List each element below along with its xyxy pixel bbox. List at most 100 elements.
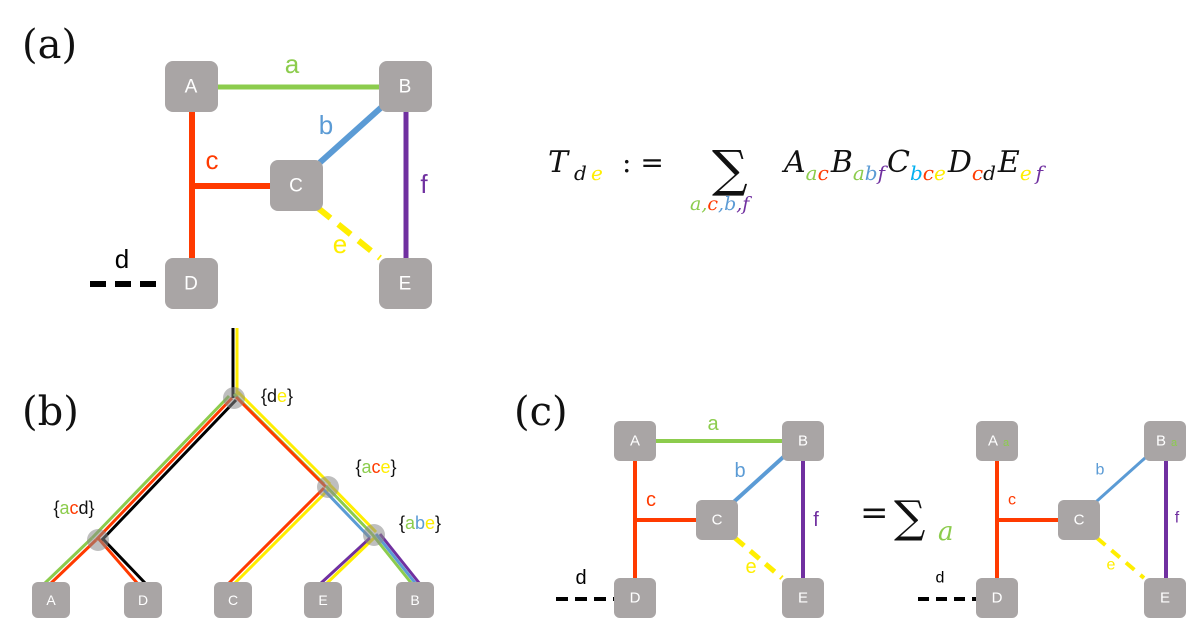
factor-B: B [830, 145, 853, 180]
svg-text:C: C [1074, 512, 1085, 529]
node-c-right-E: E [1144, 578, 1186, 618]
tree-branch-ace-abe-blue [322, 488, 372, 540]
svg-text:A: A [46, 592, 56, 608]
tree-branch-de-acd-red [94, 396, 234, 542]
node-c-right-D: D [976, 578, 1018, 618]
node-c-right-Ba: B a [1144, 421, 1186, 461]
sum-index-a: a [690, 193, 701, 215]
tree-branch-ace-C-red [226, 486, 326, 586]
tree-leaf-E: E [304, 582, 342, 618]
tree-branch-abe-E-yellow [324, 536, 376, 586]
tree-branch-de-acd-green [90, 394, 231, 540]
svg-text:B: B [798, 433, 808, 450]
edge-c-left-label-d: d [575, 567, 586, 589]
factor-C: C [887, 145, 910, 180]
edge-label-e: e [333, 229, 347, 259]
factor-A: A [781, 145, 806, 180]
tree-branch-de-acd-black [98, 398, 238, 544]
panel-label-c: (c) [514, 389, 568, 435]
svg-text:E: E [318, 592, 327, 608]
edge-c-right-label-b: b [1096, 462, 1105, 479]
formula-sum-indices: a,c,b,f [690, 193, 752, 215]
tree-set-de: {de} [261, 386, 293, 406]
edge-c-right-label-c: c [1008, 492, 1016, 509]
node-c-left-E: E [782, 578, 824, 618]
node-c-left-A: A [614, 421, 656, 461]
factor-C-sub-b: b [910, 161, 923, 185]
svg-text:E: E [798, 590, 808, 607]
edge-c-left-label-b: b [734, 460, 745, 482]
tree-branch-de-ace-red [234, 395, 328, 489]
tree-branch-abe-B-purple [378, 533, 422, 585]
tree-branch-abe-E-purple [318, 536, 372, 586]
node-A: A [165, 61, 218, 112]
tree-branch-acd-A-red [46, 538, 98, 588]
tree-set-abe: {abe} [399, 513, 441, 533]
svg-text:E: E [399, 274, 412, 295]
factor-D: D [947, 145, 972, 180]
edge-label-b: b [319, 110, 333, 140]
svg-text:D: D [992, 590, 1003, 607]
panel-c-equals: = [860, 493, 889, 533]
factor-E-sub-f: f [1034, 161, 1047, 185]
edge-c-right-label-f: f [1175, 510, 1180, 527]
edge-label-f: f [420, 169, 428, 199]
sum-index-c: c [707, 193, 718, 215]
edge-c-left-label-e: e [745, 556, 756, 578]
edge-label-a: a [285, 49, 300, 79]
node-D: D [165, 258, 218, 309]
sum-index-comma-3: , [736, 193, 742, 215]
node-c-right-Ba-sub: a [1171, 437, 1178, 449]
node-c-left-B: B [782, 421, 824, 461]
tree-branch-abe-B-blue [374, 533, 418, 585]
factor-D-sub-d: d [983, 161, 996, 185]
formula-lhs: T [548, 145, 570, 180]
graph-c-right: b c f e d A a B a C D E [918, 421, 1186, 618]
node-c-right-Aa: A a [976, 421, 1018, 461]
panel-label-a: (a) [22, 22, 77, 68]
edge-label-c: c [206, 145, 219, 175]
svg-text:D: D [630, 590, 641, 607]
svg-text:A: A [630, 433, 640, 450]
graph-c-left: a b c f e d A B C D E [556, 413, 824, 618]
edge-c-left-label-c: c [646, 489, 656, 511]
svg-text:A: A [988, 433, 998, 450]
factor-B-sub-a: a [853, 161, 865, 185]
svg-text:E: E [1160, 590, 1170, 607]
svg-text:C: C [712, 512, 723, 529]
tree-set-acd: {acd} [53, 498, 94, 518]
formula-lhs-sub-e: e [591, 161, 603, 185]
sum-index-f: f [740, 193, 752, 215]
panel-c-sum-index: a [938, 517, 954, 547]
sum-index-b: b [724, 193, 736, 215]
tree-leaf-C: C [214, 582, 252, 618]
edge-c-left-e [733, 536, 784, 580]
contraction-tree: {de} {ace} {acd} {abe} A D C E B [32, 328, 441, 618]
svg-text:B: B [399, 77, 412, 98]
tree-leaf-D: D [124, 582, 162, 618]
tree-leaf-A: A [32, 582, 70, 618]
node-E: E [379, 258, 432, 309]
tree-junction-ace [317, 476, 339, 498]
formula-lhs-sub-d: d [574, 161, 587, 185]
node-c-left-C: C [696, 500, 738, 540]
tree-branch-acd-D-black [100, 536, 148, 586]
factor-E: E [997, 145, 1020, 180]
graph-a: a b c f e d A B C D E [90, 49, 432, 309]
edge-c-right-label-d: d [936, 570, 945, 587]
factor-B-sub-b: b [865, 161, 878, 185]
svg-text:C: C [228, 592, 238, 608]
node-C: C [270, 160, 323, 211]
svg-text:D: D [184, 274, 198, 295]
sum-index-comma-1: , [701, 193, 707, 215]
tree-set-ace: {ace} [355, 457, 396, 477]
svg-text:C: C [289, 176, 303, 197]
svg-text:A: A [185, 77, 198, 98]
node-c-right-C: C [1058, 500, 1100, 540]
edge-c-right-label-e: e [1107, 557, 1116, 574]
node-c-right-Aa-sub: a [1003, 437, 1010, 449]
tree-branch-de-ace-yellow [236, 390, 332, 486]
edge-c-left-label-f: f [813, 509, 819, 531]
